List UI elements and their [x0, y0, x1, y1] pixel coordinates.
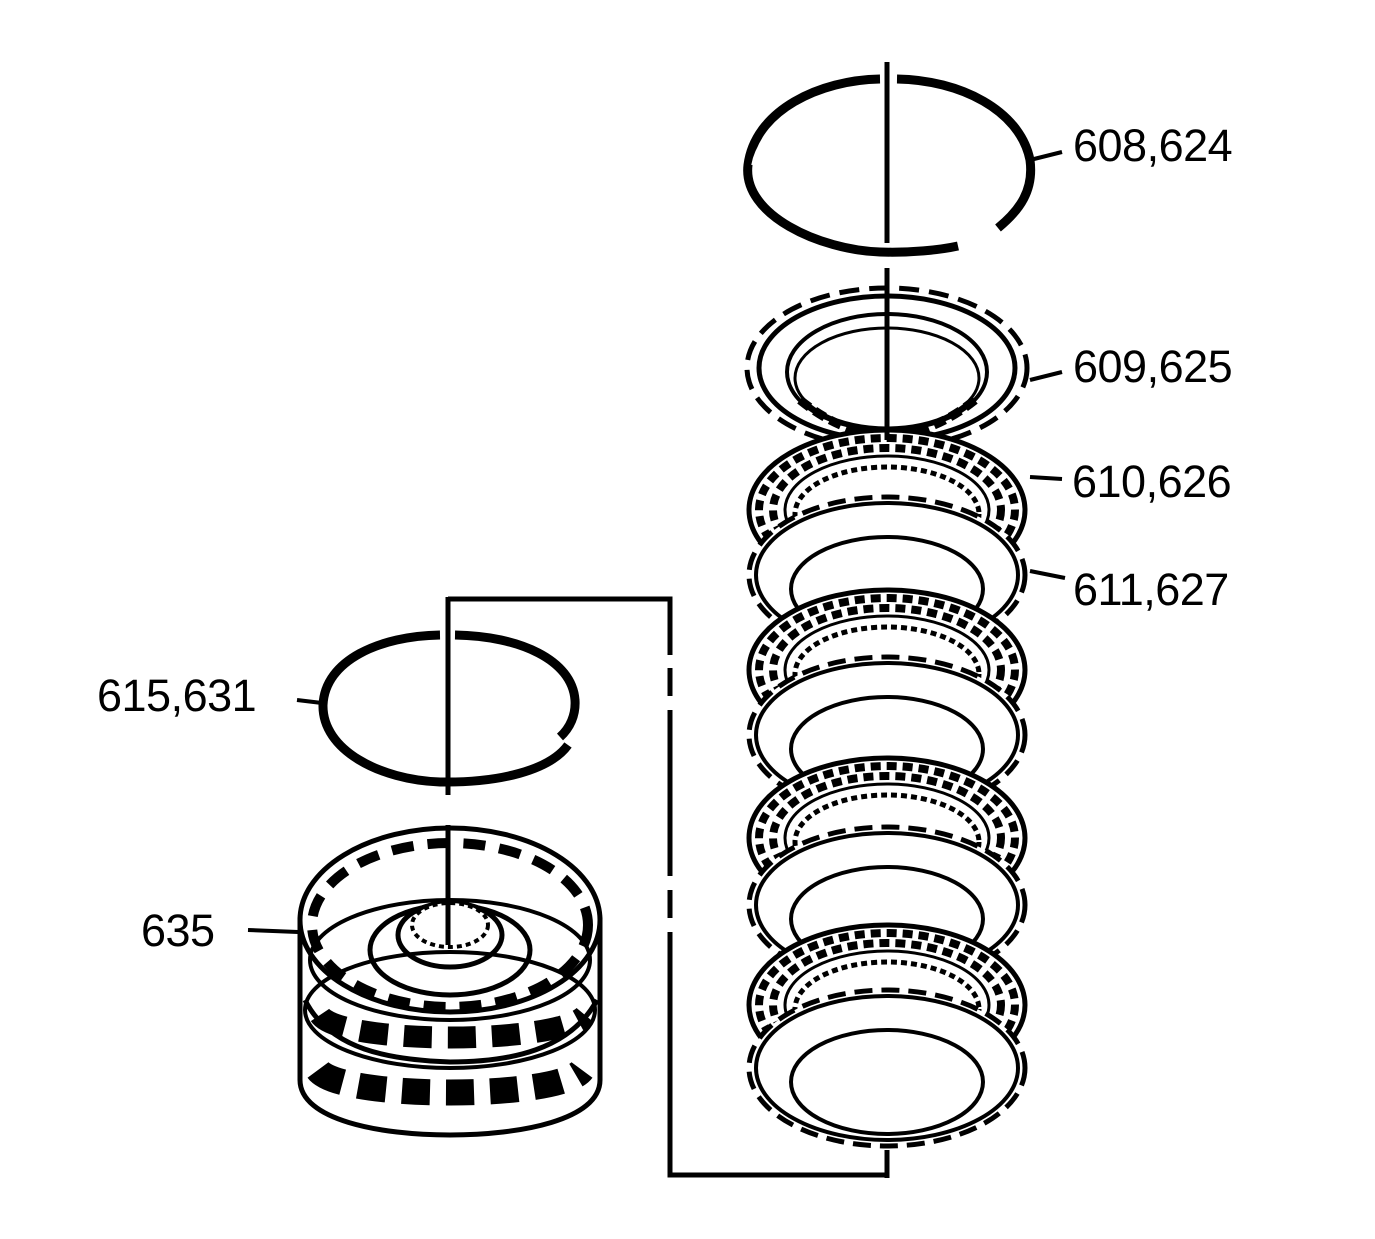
callout-friction-plate: 610,626	[1072, 456, 1232, 507]
leader-615	[296, 698, 323, 705]
snap-ring-large	[743, 74, 1036, 257]
callout-backing-plate: 609,625	[1073, 341, 1233, 392]
callout-snap-ring-small: 615,631	[97, 670, 257, 721]
leader-609	[1029, 370, 1063, 382]
clutch-hub	[297, 825, 603, 1138]
leader-608	[1029, 150, 1063, 162]
plate-stack	[749, 430, 1025, 1146]
assembly-bracket-line	[448, 596, 890, 1178]
leader-611	[1029, 569, 1066, 580]
callout-snap-ring-large: 608,624	[1073, 120, 1233, 171]
callout-steel-plate: 611,627	[1073, 564, 1229, 615]
leader-635	[247, 928, 299, 934]
callout-clutch-hub: 635	[141, 905, 215, 956]
leader-610	[1029, 475, 1063, 481]
leader-lines	[247, 150, 1066, 934]
snap-ring-small	[318, 630, 580, 787]
steel-plate-4	[749, 990, 1025, 1146]
